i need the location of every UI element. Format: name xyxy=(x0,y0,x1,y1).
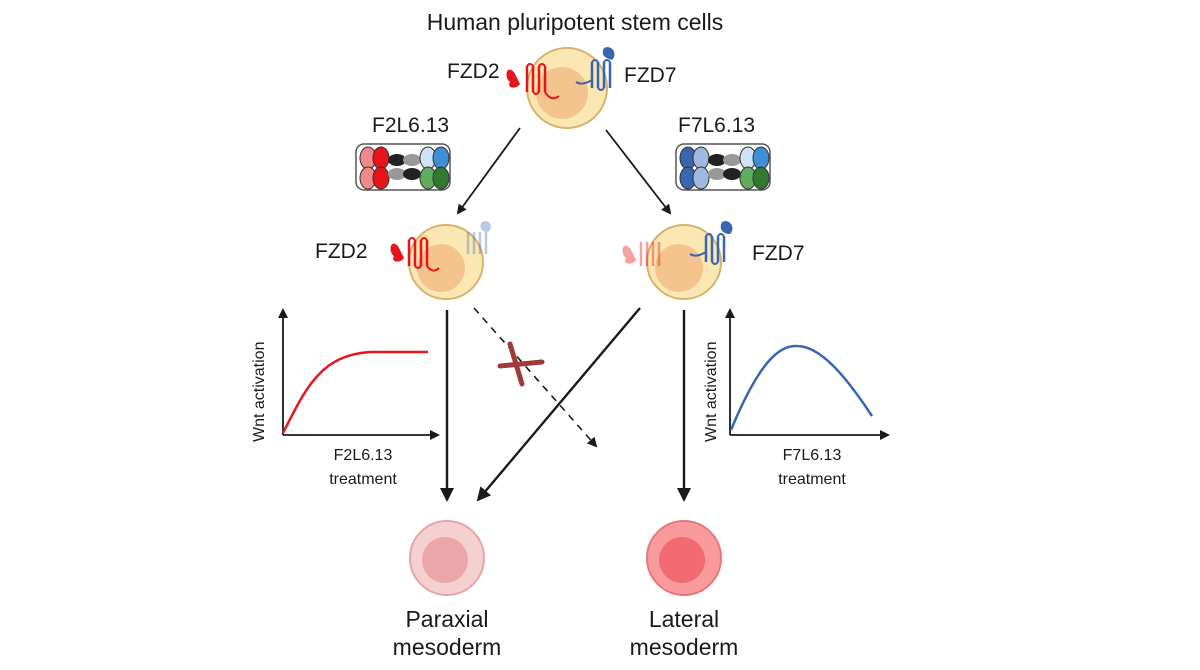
arrow-fzd7-to-paraxial xyxy=(476,307,641,502)
f2l6-13-agonist-icon xyxy=(355,143,451,191)
left-agonist-label: F2L6.13 xyxy=(372,114,449,137)
lateral-label-line1: Lateral xyxy=(649,606,719,632)
left-plot-ylabel: Wnt activation xyxy=(251,342,268,442)
left-plot-xlabel-line1: F2L6.13 xyxy=(334,447,393,464)
lateral-mesoderm-cell xyxy=(646,520,722,596)
fzd7-receptor-icon xyxy=(575,47,615,91)
right-plot-ylabel: Wnt activation xyxy=(703,342,720,442)
top-fzd2-label: FZD2 xyxy=(447,60,500,83)
left-wnt-plot: Wnt activation F2L6.13 treatment xyxy=(251,308,440,488)
mid-fzd7-label: FZD7 xyxy=(752,242,805,265)
right-agonist-label: F7L6.13 xyxy=(678,114,755,137)
lateral-label-line2: mesoderm xyxy=(630,634,739,660)
right-plot-xlabel-line2: treatment xyxy=(778,471,846,488)
fzd2-receptor-icon xyxy=(506,63,560,100)
right-plot-curve xyxy=(729,344,874,431)
f7l6-13-agonist-icon xyxy=(675,143,771,191)
blocked-arrow-fzd2-to-lateral xyxy=(473,307,598,448)
mid-fzd2-label: FZD2 xyxy=(315,240,368,263)
left-plot-curve xyxy=(281,350,428,434)
fzd7-active-cell xyxy=(622,221,733,300)
top-fzd7-label: FZD7 xyxy=(624,64,677,87)
left-plot-xlabel-line2: treatment xyxy=(329,471,397,488)
paraxial-mesoderm-cell xyxy=(409,520,485,596)
right-plot-xlabel-line1: F7L6.13 xyxy=(783,447,842,464)
diagram-title: Human pluripotent stem cells xyxy=(427,9,724,35)
paraxial-label-line1: Paraxial xyxy=(405,606,488,632)
fzd2-active-cell xyxy=(390,221,491,300)
top-stem-cell xyxy=(506,47,615,129)
blocked-x-icon xyxy=(497,341,545,387)
arrow-to-fzd7-cell xyxy=(605,129,672,215)
right-wnt-plot: Wnt activation F7L6.13 treatment xyxy=(703,308,890,488)
arrow-to-fzd2-cell xyxy=(456,127,521,215)
paraxial-label-line2: mesoderm xyxy=(393,634,502,660)
